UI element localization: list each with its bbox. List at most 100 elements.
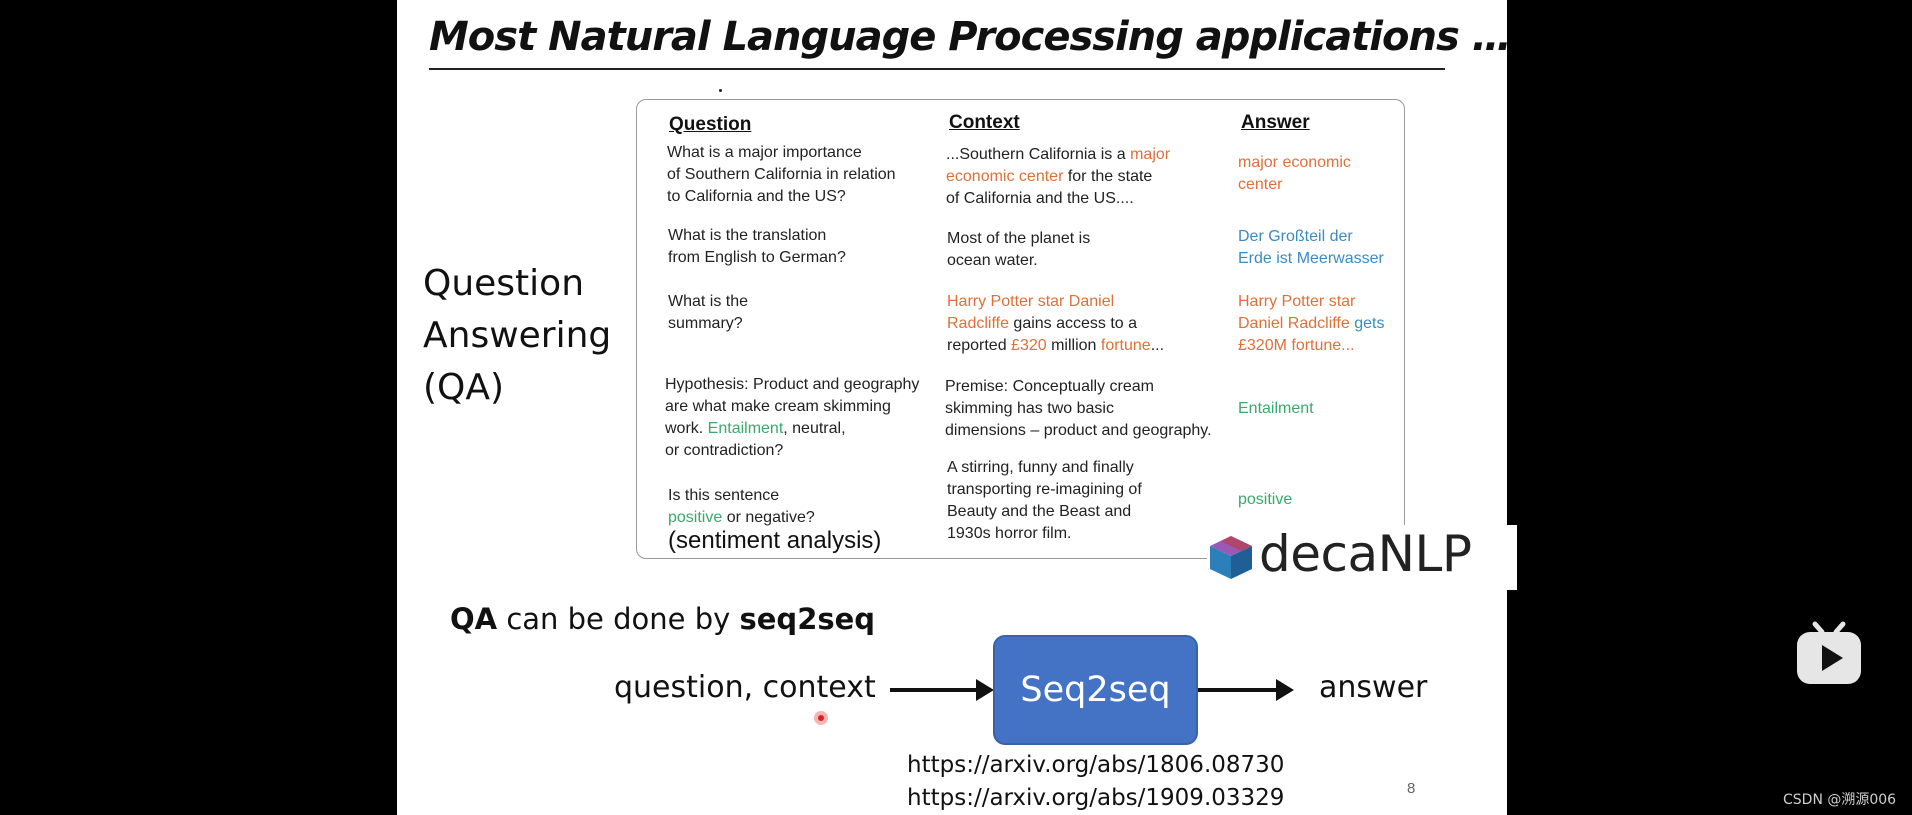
cell-line: of California and the US.... [946, 188, 1170, 210]
cell-text: summary? [668, 315, 743, 332]
seq2seq-box: Seq2seq [993, 635, 1198, 745]
cell-text: What is the translation [668, 227, 827, 244]
cell-line: What is a major importance [667, 142, 896, 164]
cell-text: major [1130, 146, 1171, 163]
sentiment-note: (sentiment analysis) [668, 527, 882, 554]
cell-answer: positive [1238, 489, 1292, 511]
header-answer: Answer [1241, 112, 1310, 133]
cell-text: center [1238, 176, 1283, 193]
cell-line: to California and the US? [667, 186, 896, 208]
cell-text: skimming has two basic [945, 400, 1114, 417]
cell-text: Erde ist Meerwasser [1238, 250, 1384, 267]
cell-text: Is this sentence [668, 487, 780, 504]
cell-text: or contradiction? [665, 442, 784, 459]
cell-question: Hypothesis: Product and geography are wha… [665, 374, 919, 462]
cell-text: major economic [1238, 154, 1351, 171]
cell-text: are what make cream skimming [665, 398, 891, 415]
cell-text: What is a major importance [667, 144, 862, 161]
cell-line: positive [1238, 489, 1292, 511]
cell-line: Harry Potter star [1238, 291, 1384, 313]
cell-text: reported [947, 337, 1012, 354]
cell-text: Most of the planet is [947, 230, 1091, 247]
cell-text: £320M fortune... [1238, 337, 1355, 354]
cell-line: Entailment [1238, 398, 1314, 420]
cell-text: gains access to a [1008, 315, 1138, 332]
slide: Most Natural Language Processing applica… [397, 0, 1517, 815]
decanlp-logo: decaNLP [1207, 525, 1517, 590]
cell-text: A stirring, funny and finally [947, 459, 1134, 476]
cell-text: Entailment [707, 420, 784, 437]
cell-context: Premise: Conceptually cream skimming has… [945, 376, 1212, 442]
cell-line: Radcliffe gains access to a [947, 313, 1164, 335]
header-context: Context [949, 112, 1020, 133]
cell-line: Premise: Conceptually cream [945, 376, 1212, 398]
page-number: 8 [1407, 780, 1416, 797]
play-logo-icon[interactable] [1795, 620, 1863, 688]
slide-title: Most Natural Language Processing applica… [429, 14, 1512, 60]
cell-line: What is the translation [668, 225, 846, 247]
cell-line: ...Southern California is a major [946, 144, 1170, 166]
cell-line: ocean water. [947, 250, 1090, 272]
output-arrow [1198, 679, 1294, 701]
cell-text: work. [665, 420, 708, 437]
cell-line: Beauty and the Beast and [947, 501, 1142, 523]
qa-label-line: Answering [423, 315, 612, 356]
cell-text: Hypothesis: Product and geography [665, 376, 920, 393]
cell-line: 1930s horror film. [947, 523, 1142, 545]
cell-text: dimensions – product and geography. [945, 422, 1212, 439]
cell-text: Harry Potter star Daniel [947, 293, 1115, 310]
qa-label-line: Question [423, 263, 585, 304]
cell-line: economic center for the state [946, 166, 1170, 188]
cell-text: of California and the US.... [946, 190, 1134, 207]
paper-link-2[interactable]: https://arxiv.org/abs/1909.03329 [907, 785, 1285, 811]
cell-line: summary? [668, 313, 748, 335]
cell-text: , neutral, [783, 420, 846, 437]
cell-line: skimming has two basic [945, 398, 1212, 420]
cell-answer: Entailment [1238, 398, 1314, 420]
cell-text: £320 [1011, 337, 1047, 354]
seq-caption-bold-seq2seq: seq2seq [739, 602, 876, 636]
header-question: Question [669, 114, 752, 135]
diagram-output: answer [1319, 670, 1428, 705]
cell-line: Most of the planet is [947, 228, 1090, 250]
cell-line: Der Großteil der [1238, 226, 1384, 248]
cell-line: transporting re-imagining of [947, 479, 1142, 501]
qa-label: Question Answering (QA) [423, 258, 611, 414]
cell-text: for the state [1063, 168, 1153, 185]
cell-line: positive or negative? [668, 507, 815, 529]
cell-line: Harry Potter star Daniel [947, 291, 1164, 313]
qa-label-line: (QA) [423, 367, 505, 408]
cell-text: Radcliffe [947, 315, 1009, 332]
cell-line: or contradiction? [665, 440, 919, 462]
cell-line: dimensions – product and geography. [945, 420, 1212, 442]
input-arrow [890, 679, 994, 701]
cell-text: Harry Potter star [1238, 293, 1356, 310]
stray-mark [719, 89, 722, 92]
cell-line: work. Entailment, neutral, [665, 418, 919, 440]
cell-question: What is the summary? [668, 291, 748, 335]
cell-text: Der Großteil der [1238, 228, 1353, 245]
cell-context: ...Southern California is a major econom… [946, 144, 1170, 210]
seq-caption: QA can be done by seq2seq [450, 602, 875, 636]
cell-text: Entailment [1238, 400, 1314, 417]
cell-question: What is the translation from English to G… [668, 225, 846, 269]
seq-caption-bold-qa: QA [450, 602, 498, 636]
cell-line: What is the [668, 291, 748, 313]
cell-text: positive [1238, 491, 1293, 508]
paper-link-1[interactable]: https://arxiv.org/abs/1806.08730 [907, 752, 1285, 778]
cell-context: A stirring, funny and finally transportin… [947, 457, 1142, 545]
cell-text: ... [1150, 337, 1165, 354]
cell-text: positive [668, 509, 723, 526]
cell-line: are what make cream skimming [665, 396, 919, 418]
cell-text: economic center [946, 168, 1064, 185]
cell-line: Erde ist Meerwasser [1238, 248, 1384, 270]
cell-text: ...Southern California is a [946, 146, 1131, 163]
diagram-input: question, context [614, 670, 876, 705]
cell-line: from English to German? [668, 247, 846, 269]
cell-text: Beauty and the Beast and [947, 503, 1132, 520]
cell-text: fortune [1100, 337, 1151, 354]
cell-line: A stirring, funny and finally [947, 457, 1142, 479]
watermark: CSDN @溯源006 [1783, 792, 1897, 808]
seq-caption-mid: can be done by [497, 602, 740, 636]
sentiment-note-text: (sentiment analysis) [668, 527, 882, 554]
